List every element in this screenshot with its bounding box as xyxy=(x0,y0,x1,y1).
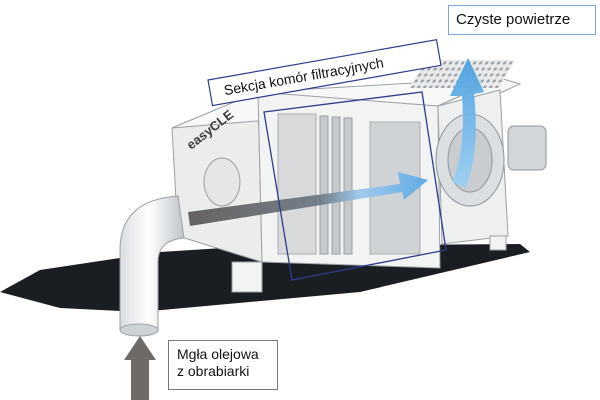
housing-leg-left xyxy=(231,261,263,293)
clean-air-up-arrow xyxy=(450,58,484,188)
oil-mist-label-line2: z obrabiarki xyxy=(177,362,250,379)
inlet-duct xyxy=(119,195,185,331)
filter-plate-4 xyxy=(343,117,353,255)
clean-air-label: Czyste powietrze xyxy=(456,11,571,28)
airflow-horizontal-arrow xyxy=(188,172,428,226)
filter-plate-3 xyxy=(331,116,341,255)
filter-section-callout-box xyxy=(207,39,442,107)
inlet-duct-mouth xyxy=(119,323,159,337)
oil-mist-inlet-arrow xyxy=(124,336,156,400)
fan-motor xyxy=(507,125,547,171)
filter-plate-2 xyxy=(319,115,329,255)
filter-section-frame xyxy=(263,91,447,281)
clean-air-callout: Czyste powietrze xyxy=(448,5,596,35)
housing-leg-right xyxy=(489,235,507,251)
oil-mist-label-line1: Mgła olejowa xyxy=(177,346,259,362)
side-port xyxy=(203,157,241,207)
oil-mist-callout: Mgła olejowa z obrabiarki xyxy=(168,340,278,390)
